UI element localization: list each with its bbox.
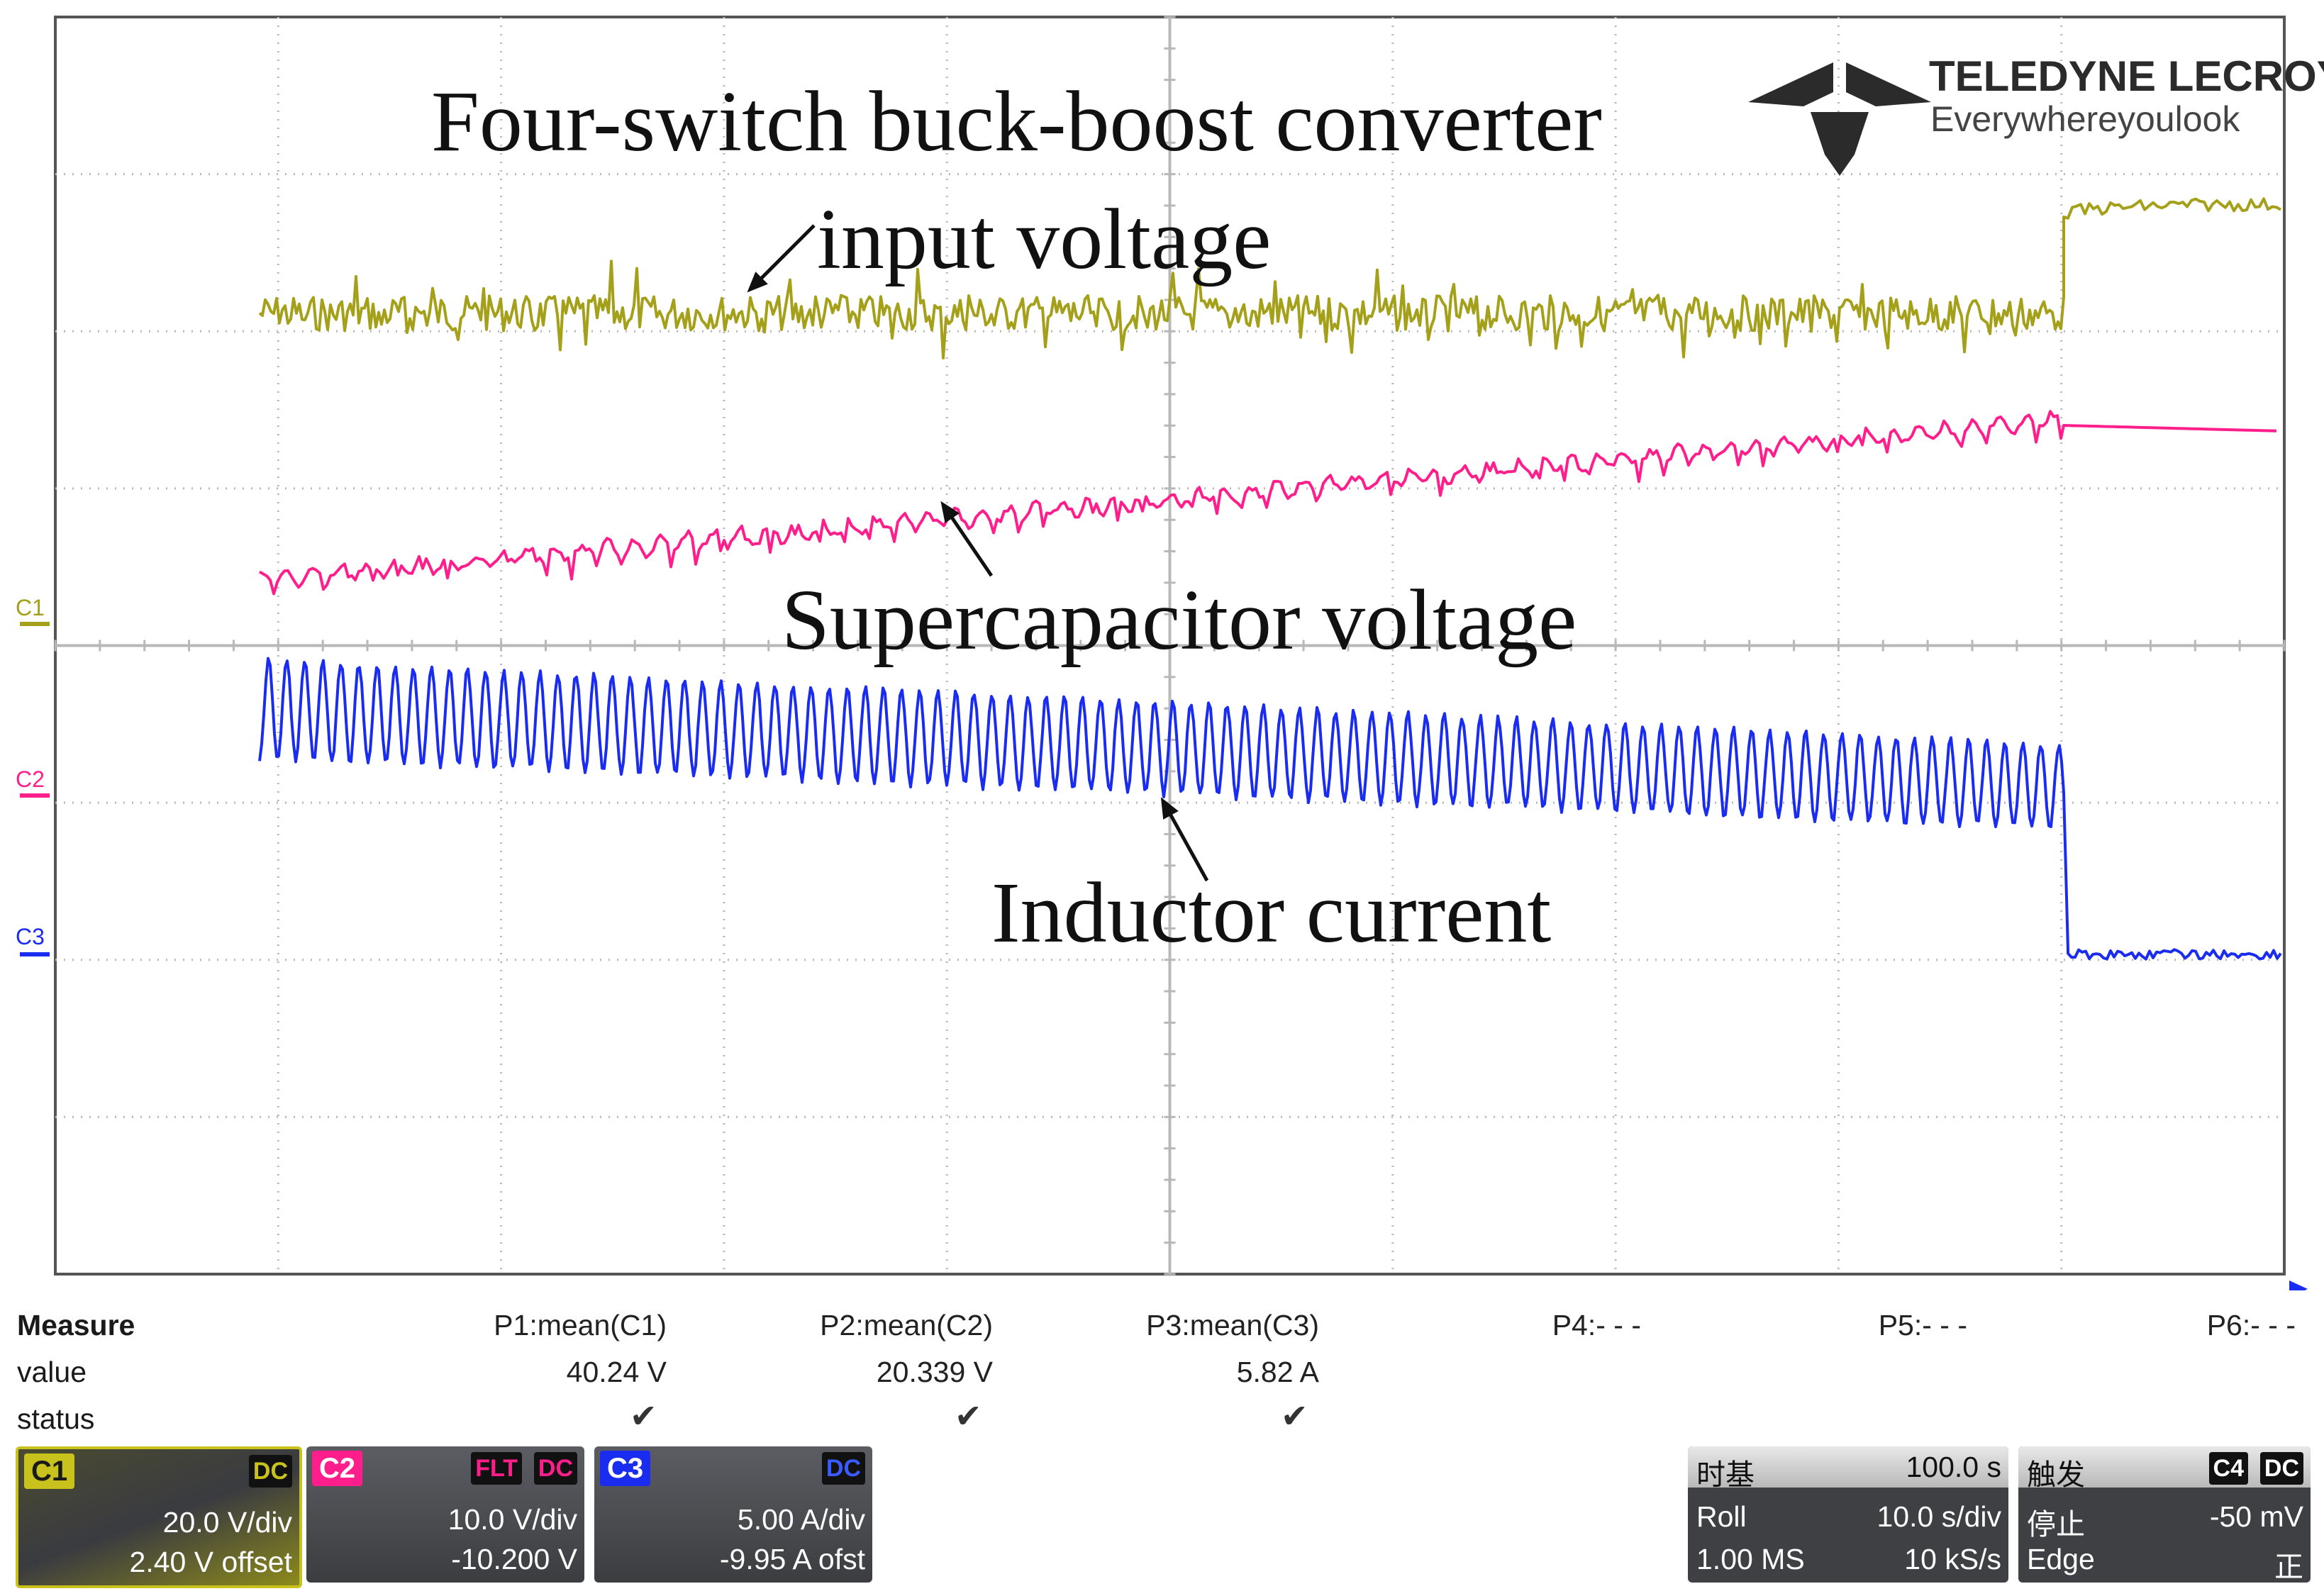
param-p1-value: 40.24 V [566,1356,667,1388]
channel-c3-tag: C3 [600,1451,651,1486]
timebase-descriptor[interactable]: 时基 100.0 s Roll 10.0 s/div 1.00 MS 10 kS… [1688,1446,2008,1583]
channel-c3-flag-dc: DC [821,1452,865,1485]
param-p1-name[interactable]: P1:mean(C1) [494,1309,667,1341]
annotation-supercap: Supercapacitor voltage [782,572,1577,668]
timebase-label: 时基 [1696,1458,1755,1491]
param-p3-name[interactable]: P3:mean(C3) [1146,1309,1319,1341]
param-p2-name[interactable]: P2:mean(C2) [820,1309,993,1341]
channel-c2-flag-flt: FLT [471,1452,522,1485]
trigger-label: 触发 [2027,1458,2085,1491]
logo-mark-icon [1748,62,1931,176]
channel-c3-offset: -9.95 A ofst [719,1543,865,1575]
channel-c2-descriptor[interactable]: C2 FLT DC 10.0 V/div -10.200 V [306,1446,584,1583]
measure-title: Measure [17,1309,135,1341]
c2-supercap-voltage-trace [258,410,2277,596]
channel-c1-tag: C1 [24,1453,75,1489]
param-p4-name[interactable]: P4:- - - [1552,1309,1641,1341]
logo-brand: TELEDYNE LECROY [1929,52,2324,100]
param-p1-status-icon: ✔ [630,1397,657,1434]
channel-c3-scale: 5.00 A/div [737,1503,865,1536]
logo-tagline: Everywhereyoulook [1930,99,2240,139]
c1-marker-label: C1 [16,595,45,620]
trigger-level: -50 mV [2209,1500,2303,1533]
timebase-rate: 10 kS/s [1904,1543,2001,1575]
trigger-slope: 正 [2274,1551,2303,1583]
channel-c3-descriptor[interactable]: C3 DC 5.00 A/div -9.95 A ofst [594,1446,872,1583]
timebase-scale: 10.0 s/div [1877,1500,2002,1533]
c1-input-voltage-trace [258,197,2281,359]
arrow-input-voltage-head [747,272,768,293]
trigger-position-icon [2289,1280,2308,1290]
c3-marker-label: C3 [16,924,45,949]
channel-markers: C1 C2 C3 [16,595,50,956]
waveform-canvas: C1 C2 C3 Four-switch buck-boost converte… [16,16,2324,1290]
annotation-inductor: Inductor current [991,865,1551,961]
annotation-arrows [747,224,1209,882]
param-p5-name[interactable]: P5:- - - [1878,1309,1967,1341]
annotation-converter-line2: input voltage [817,191,1271,287]
teledyne-logo [1748,62,1931,176]
channel-c1-offset: 2.40 V offset [129,1546,292,1578]
timebase-mode: Roll [1696,1500,1747,1533]
measure-row-status: status [17,1402,95,1435]
channel-c1-flag-dc: DC [248,1455,292,1488]
param-p2-status-icon: ✔ [955,1397,982,1434]
timebase-header [1688,1446,2008,1488]
graticule [54,16,2286,1276]
channel-c2-flag-dc: DC [533,1452,577,1485]
channel-c2-offset: -10.200 V [451,1543,577,1575]
trigger-source: C4 [2208,1452,2248,1485]
param-p3-value: 5.82 A [1236,1356,1319,1388]
c3-inductor-current-trace [258,657,2282,961]
trigger-coupling: DC [2259,1452,2303,1485]
trigger-descriptor[interactable]: 触发 C4 DC 停止 -50 mV Edge 正 [2018,1446,2311,1583]
traces [258,197,2282,961]
arrow-supercap-head [940,501,960,523]
annotation-converter-line1: Four-switch buck-boost converter [431,74,1602,169]
timebase-samples: 1.00 MS [1696,1543,1805,1575]
arrow-inductor-head [1160,797,1179,820]
oscilloscope-display: C1 C2 C3 Four-switch buck-boost converte… [16,16,2324,1290]
channel-c2-scale: 10.0 V/div [447,1503,577,1536]
trigger-state: 停止 [2027,1508,2085,1541]
timebase-delay: 100.0 s [1906,1451,2002,1483]
trigger-type: Edge [2027,1543,2095,1575]
channel-c1-scale: 20.0 V/div [162,1506,292,1539]
channel-c1-descriptor[interactable]: C1 DC 20.0 V/div 2.40 V offset [16,1446,302,1588]
param-p3-status-icon: ✔ [1281,1397,1308,1434]
c2-marker-label: C2 [16,766,45,792]
param-p2-value: 20.339 V [876,1356,993,1388]
param-p6-name[interactable]: P6:- - - [2206,1309,2296,1341]
channel-c2-tag: C2 [312,1451,363,1486]
measure-row-value: value [17,1356,87,1388]
